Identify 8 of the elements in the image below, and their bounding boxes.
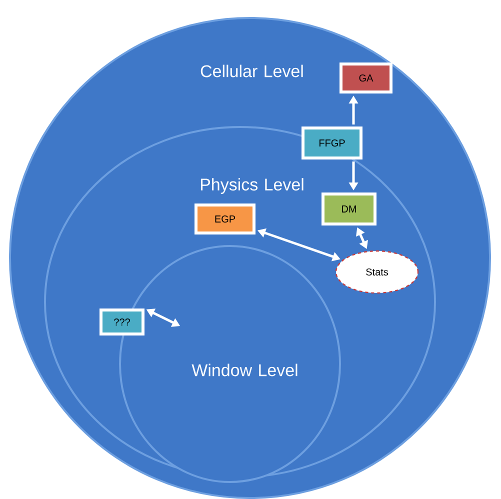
process-box: EGP	[194, 204, 256, 234]
process-box: DM	[322, 192, 376, 226]
level-label: Cellular Level	[200, 64, 303, 78]
process-box: ???	[100, 308, 144, 336]
process-box: GA	[340, 62, 392, 94]
level-label: Window Level	[192, 364, 298, 376]
process-box: FFGP	[302, 126, 362, 160]
level-label: Physics Level	[200, 178, 304, 194]
